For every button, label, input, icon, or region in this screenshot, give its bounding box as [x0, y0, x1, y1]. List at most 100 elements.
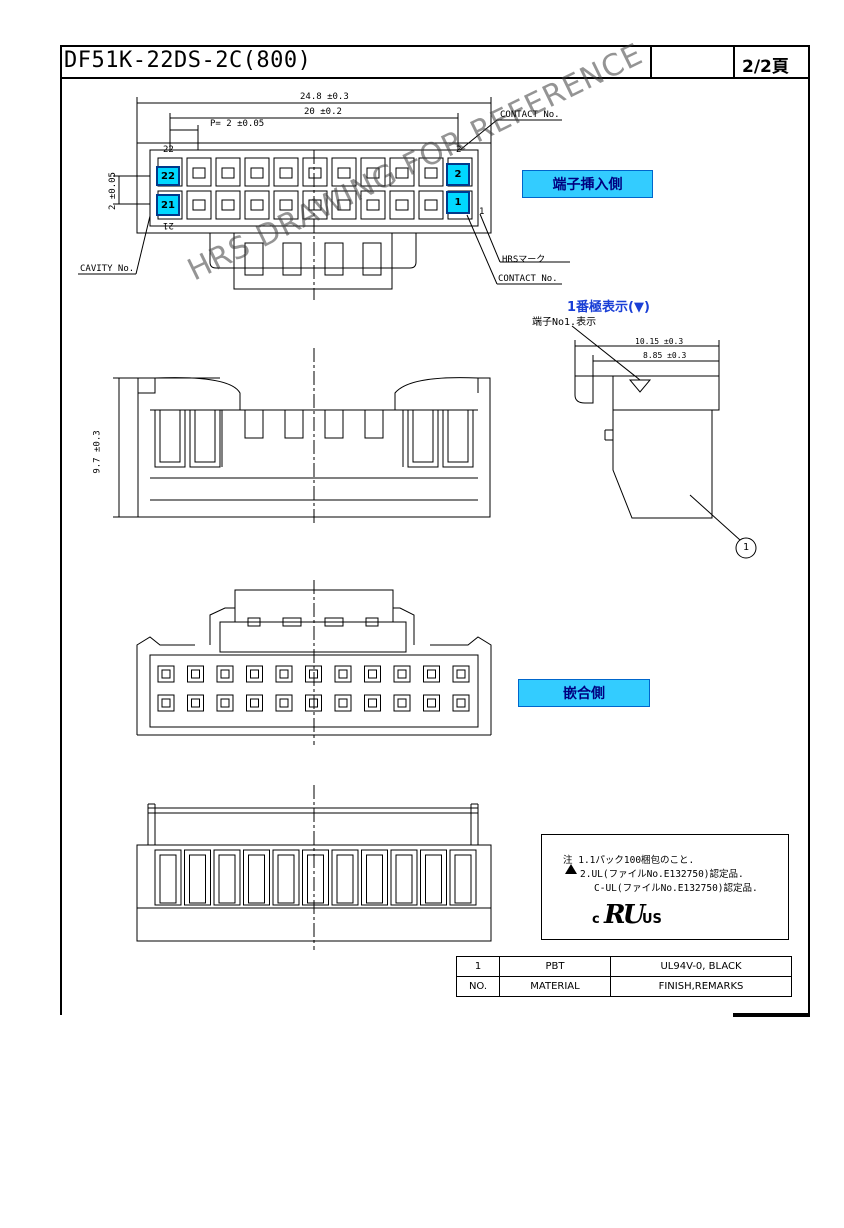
bottom-rib [302, 849, 329, 906]
top-view [78, 97, 570, 300]
cavity-lower-slot [395, 199, 409, 211]
mating-contact-lower [275, 694, 293, 712]
mating-contact-lower [364, 694, 381, 712]
dim-inner-width: 20 ±0.2 [304, 107, 342, 117]
bottom-rib-inner [366, 854, 383, 904]
note-line-3: C-UL(ファイルNo.E132750)認定品. [594, 883, 758, 894]
material-callout-number: 1 [743, 542, 750, 553]
mating-contact-upper [423, 665, 440, 683]
insertion-side-label: 端子挿入側 [522, 170, 653, 198]
mating-contact-upper [187, 665, 204, 683]
cavity-1-box: 1 [446, 191, 470, 214]
bottom-rib-inner [395, 854, 413, 904]
cavity-lower [418, 190, 444, 220]
table-row: NO. MATERIAL FINISH,REMARKS [456, 976, 792, 997]
mating-contact-upper-inner [397, 669, 407, 679]
bottom-rib-inner [248, 854, 265, 904]
cavity-upper-slot [337, 167, 351, 179]
cert-c: c [592, 912, 600, 927]
cell-material: MATERIAL [499, 976, 611, 997]
bottom-rib-inner [425, 854, 442, 904]
bottom-rib [272, 849, 300, 906]
cert-us: US [642, 912, 662, 927]
cavity-lower-slot [337, 199, 351, 211]
mating-contact-upper-inner [250, 669, 259, 679]
cell-finish: FINISH,REMARKS [610, 976, 792, 997]
bottom-rib [361, 849, 388, 906]
mating-contact-lower-inner [368, 698, 377, 708]
mating-contact-upper [216, 665, 234, 683]
mating-contact-lower [216, 694, 234, 712]
part-number-title: DF51K-22DS-2C(800) [64, 48, 312, 73]
cavity-21-box: 21 [156, 194, 180, 216]
mating-contact-upper-inner [191, 669, 200, 679]
bottom-rib-inner [336, 854, 354, 904]
mating-contact-upper-inner [427, 669, 436, 679]
cavity-lower [186, 190, 212, 220]
bottom-rib-inner [159, 854, 177, 904]
bottom-view [136, 785, 492, 950]
bottom-rib [213, 849, 241, 906]
notes-box [541, 834, 789, 940]
mating-contact-upper [157, 665, 175, 683]
mating-contact-upper [246, 665, 263, 683]
cavity-upper-slot [279, 167, 293, 179]
mating-contact-upper-inner [368, 669, 377, 679]
bottom-rib [420, 849, 447, 906]
bottom-rib [449, 849, 477, 906]
cavity-upper [244, 157, 270, 187]
mating-contact-lower-inner [456, 698, 466, 708]
bottom-rib-inner [307, 854, 324, 904]
mating-contact-lower [452, 694, 470, 712]
frame-right [808, 79, 810, 1015]
frame-bottom-mark [733, 1013, 810, 1017]
cavity-upper-slot [221, 167, 235, 179]
bottom-rib-inner [277, 854, 295, 904]
dim-row-pitch: 2 ±0.05 [107, 172, 118, 210]
mating-contact-lower-inner [427, 698, 436, 708]
cavity-lower-slot [279, 199, 293, 211]
mating-contact-upper [364, 665, 381, 683]
bottom-rib-inner [454, 854, 472, 904]
pin1-indicator-heading: 1番極表示(▼) [567, 300, 650, 315]
mating-contact-upper-inner [338, 669, 348, 679]
table-row: 1 PBT UL94V-0, BLACK [456, 956, 792, 977]
mating-contact-lower [157, 694, 175, 712]
cavity-lower-slot [221, 199, 235, 211]
bottom-rib [154, 849, 182, 906]
mark-21: 21 [163, 220, 174, 230]
cavity-upper [186, 157, 212, 187]
mark-22: 22 [163, 145, 174, 155]
cavity-2-box: 2 [446, 163, 470, 186]
hrs-mark-label: HRSマーク [502, 255, 546, 265]
cell-finish: UL94V-0, BLACK [610, 956, 792, 977]
mating-contact-upper-inner [220, 669, 230, 679]
cavity-lower-slot [250, 199, 264, 211]
material-table: 1 PBT UL94V-0, BLACK NO. MATERIAL FINISH… [456, 956, 792, 997]
title-divider-2 [733, 45, 735, 79]
mating-contact-upper-inner [279, 669, 289, 679]
cavity-upper [389, 157, 415, 187]
mating-contact-lower-inner [250, 698, 259, 708]
cavity-lower [215, 190, 241, 220]
mating-contact-upper [275, 665, 293, 683]
note-line-1: 注 1.1パック100梱包のこと. [563, 855, 695, 866]
cavity-upper-slot [366, 167, 380, 179]
dim-overall-width: 24.8 ±0.3 [300, 92, 349, 102]
bottom-rib [243, 849, 270, 906]
cavity-upper [360, 157, 386, 187]
mating-contact-lower [246, 694, 263, 712]
cavity-lower [389, 190, 415, 220]
note-line-2: 2.UL(ファイルNo.E132750)認定品. [580, 869, 744, 880]
cell-material: PBT [499, 956, 611, 977]
cavity-upper-slot [192, 167, 206, 179]
bottom-rib [390, 849, 418, 906]
title-divider-1 [650, 45, 652, 79]
dim-pitch: P= 2 ±0.05 [210, 119, 265, 129]
cavity-lower [273, 190, 299, 220]
cavity-lower [244, 190, 270, 220]
mating-contact-upper-inner [456, 669, 466, 679]
dim-height: 9.7 ±0.3 [92, 430, 103, 474]
mating-contact-lower-inner [279, 698, 289, 708]
